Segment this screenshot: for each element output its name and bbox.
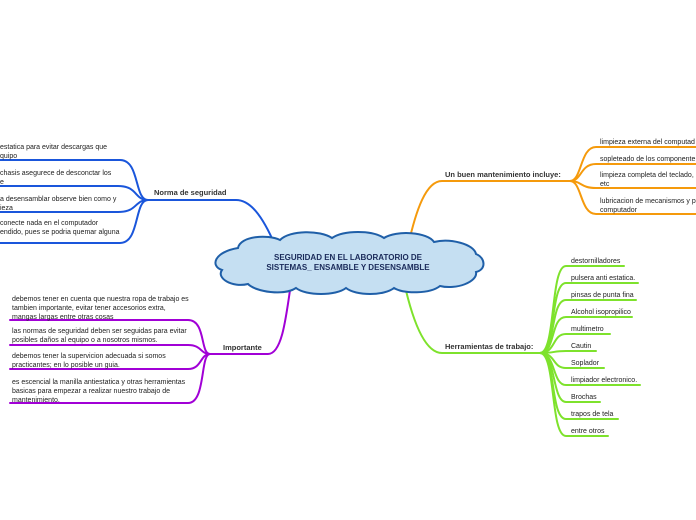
mantenimiento-item[interactable]: limpieza externa del computad: [600, 139, 695, 146]
herramientas-item[interactable]: trapos de tela: [571, 411, 614, 418]
herramientas-branch-title[interactable]: Herramientas de trabajo:: [445, 342, 534, 351]
norma-link-4: [0, 199, 149, 244]
importante-branch-title[interactable]: Importante: [223, 343, 262, 352]
norma-item[interactable]: a desensamblar observe bien como y ieza: [0, 196, 117, 212]
herramientas-item[interactable]: Alcohol isopropilico: [571, 309, 631, 316]
herramientas-item[interactable]: pinsas de punta fina: [571, 292, 634, 299]
norma-connectors: [0, 159, 276, 246]
herramientas-item[interactable]: Soplador: [571, 360, 600, 367]
importante-item[interactable]: debemos tener en cuenta que nuestra ropa…: [12, 296, 189, 321]
importante-link-4: [9, 353, 211, 404]
herramientas-item[interactable]: pulsera anti estatica.: [571, 275, 636, 282]
mantenimiento-main-link: [407, 180, 571, 247]
norma-item[interactable]: estatica para evitar descargas que quipo: [0, 144, 108, 160]
herramientas-item[interactable]: multimetro: [571, 326, 604, 333]
central-topic-line-1: SEGURIDAD EN EL LABORATORIO DE: [273, 253, 422, 262]
importante-item[interactable]: es escencial la manilla antiestatica y o…: [12, 379, 186, 404]
importante-connectors: [9, 282, 292, 404]
herramientas-item[interactable]: limpiador electronico.: [571, 377, 638, 384]
central-cloud: [214, 231, 485, 295]
herramientas-item[interactable]: destornilladores: [571, 258, 621, 265]
mantenimiento-branch-title[interactable]: Un buen mantenimiento incluye:: [445, 170, 561, 179]
central-topic-line-2: SISTEMAS_ ENSAMBLE Y DESENSAMBLE: [266, 263, 430, 272]
herramientas-connectors: [403, 265, 641, 437]
norma-branch-title[interactable]: Norma de seguridad: [154, 188, 227, 197]
norma-main-link: [147, 199, 276, 246]
mantenimiento-item[interactable]: limpieza completa del teclado, etc: [600, 172, 694, 188]
importante-item[interactable]: debemos tener la supervicion adecuada si…: [12, 353, 166, 369]
importante-main-link: [209, 282, 292, 355]
mantenimiento-link-4: [569, 180, 696, 215]
norma-item[interactable]: chasis asegurece de desconctar los e: [0, 170, 112, 186]
herramientas-main-link: [403, 281, 541, 354]
mantenimiento-item[interactable]: sopleteado de los componente: [600, 156, 696, 163]
central-topic[interactable]: SEGURIDAD EN EL LABORATORIO DE SISTEMAS_…: [248, 253, 448, 273]
herramientas-item[interactable]: entre otros: [571, 428, 605, 435]
herramientas-item[interactable]: Cautin: [571, 343, 592, 350]
herramientas-item[interactable]: Brochas: [571, 394, 597, 401]
norma-item[interactable]: conecte nada en el computador endido, pu…: [0, 220, 120, 236]
importante-item[interactable]: las normas de seguridad deben ser seguid…: [12, 328, 187, 344]
mantenimiento-item[interactable]: lubricacion de mecanismos y p computador: [600, 198, 696, 214]
